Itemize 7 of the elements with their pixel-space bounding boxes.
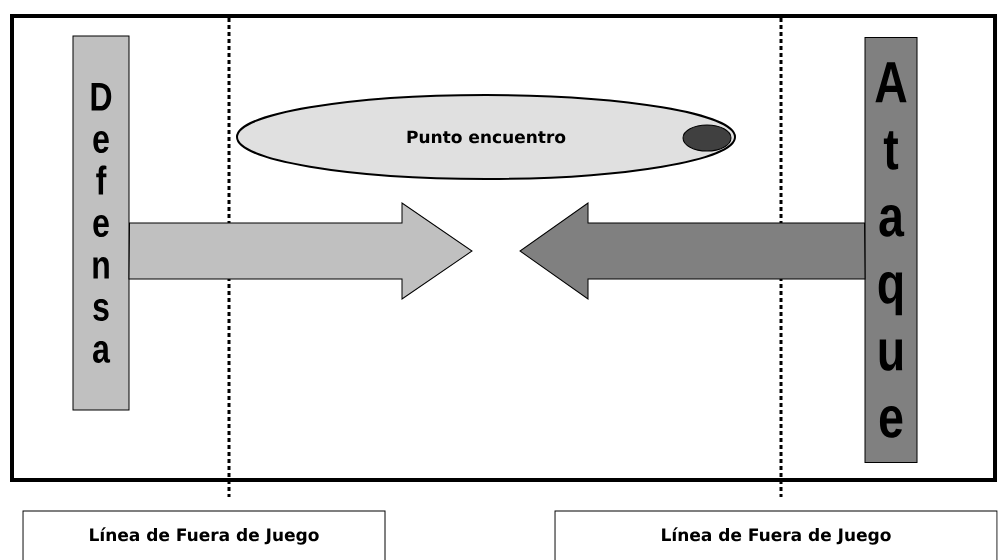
label-box: Línea de Fuera de Juego	[554, 510, 998, 560]
vertical-bar: Ataque	[864, 37, 918, 463]
block-arrow	[128, 202, 473, 300]
vertical-bar: Defensa	[72, 35, 130, 411]
block-arrow	[519, 202, 866, 300]
label-box: Línea de Fuera de Juego	[22, 510, 386, 560]
ellipse-node: Punto encuentro	[236, 94, 736, 180]
